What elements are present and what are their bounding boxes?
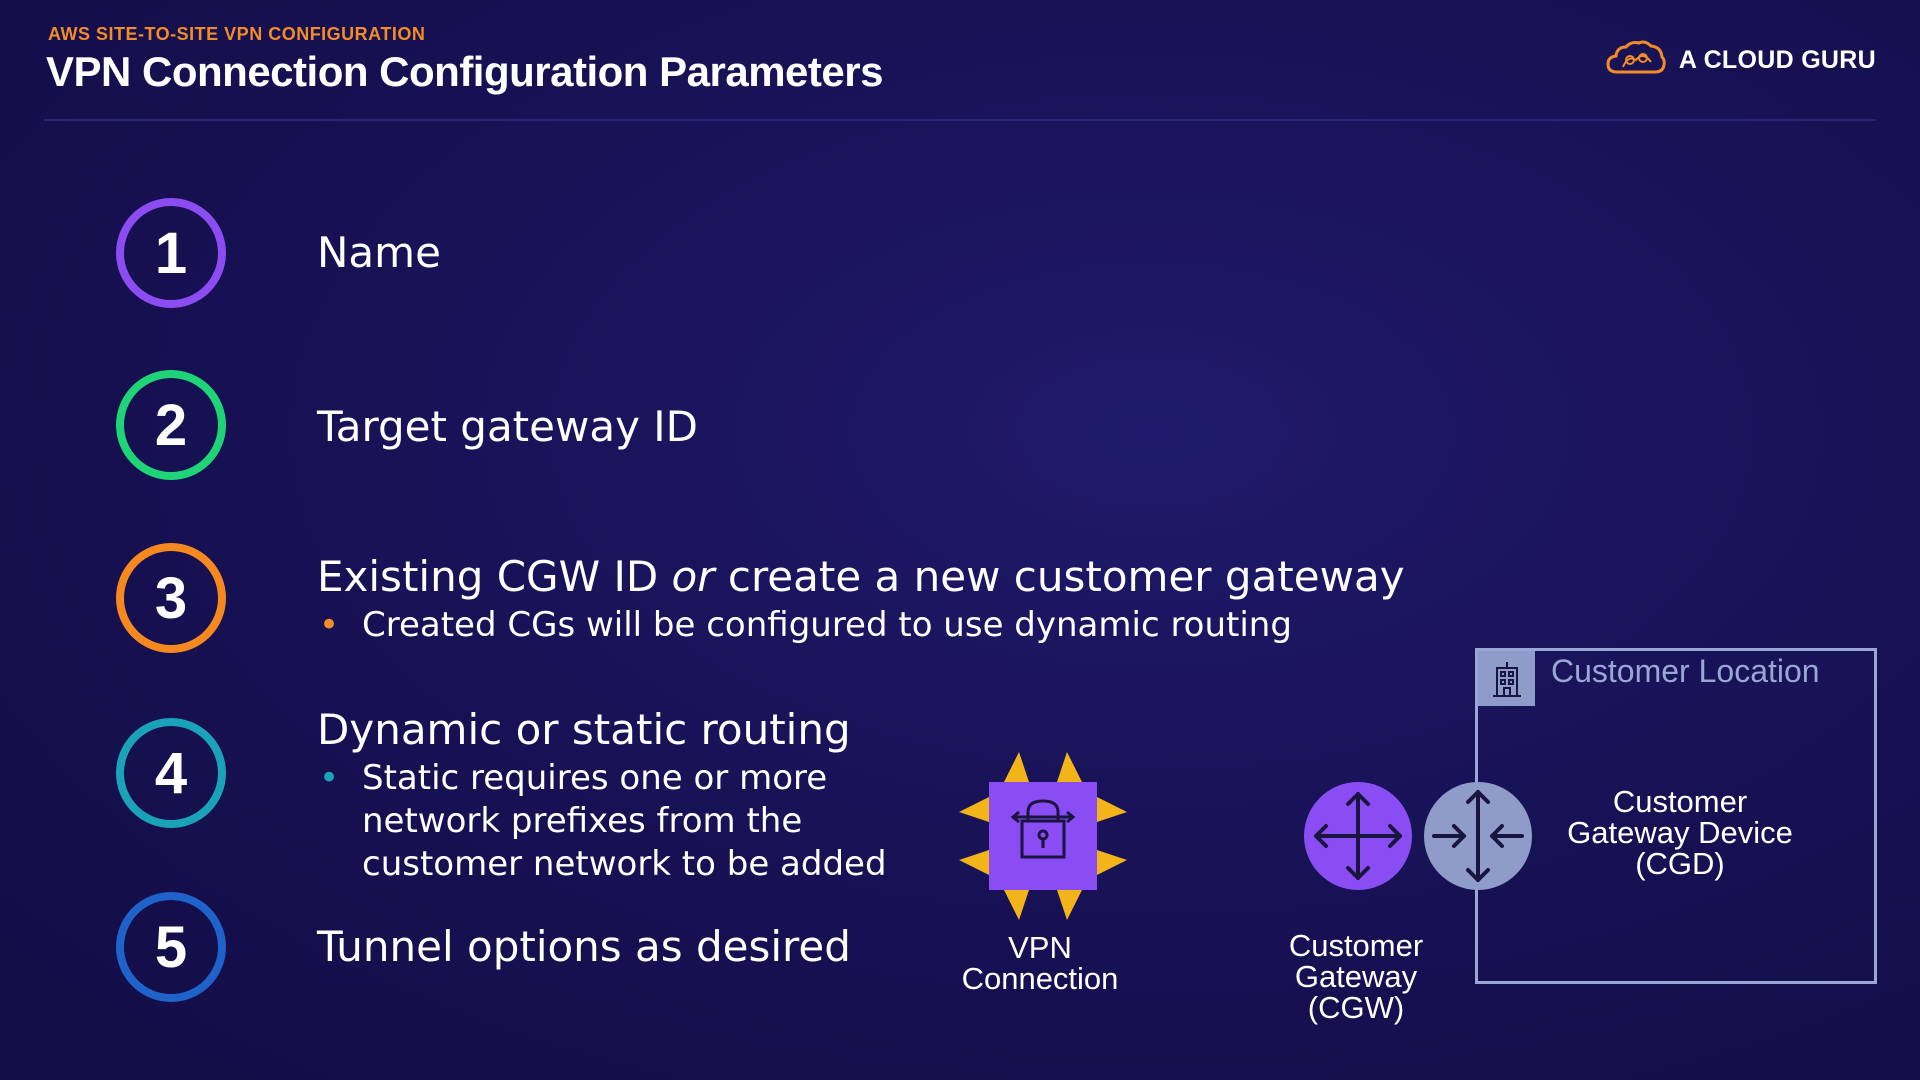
step-4-bullet: • Static requires one or more network pr… — [317, 757, 887, 886]
vpn-label-line-2: Connection — [961, 961, 1119, 996]
cgw-label-line-1: Customer — [1288, 928, 1424, 963]
step-3-text-emphasis: or — [671, 552, 715, 601]
vpn-connection-icon — [949, 742, 1137, 930]
brand-logo: A CLOUD GURU — [1605, 38, 1876, 83]
vpn-connection-label: VPN Connection — [940, 932, 1140, 994]
step-badge-1: 1 — [116, 198, 226, 308]
step-4-bullet-line-2: network prefixes from the — [362, 801, 803, 841]
customer-gateway-device-icon — [1424, 782, 1532, 890]
step-badge-2: 2 — [116, 370, 226, 480]
customer-gateway-label: Customer Gateway (CGW) — [1256, 930, 1456, 1023]
header-eyebrow: AWS SITE-TO-SITE VPN CONFIGURATION — [48, 24, 426, 44]
step-5-text: Tunnel options as desired — [317, 922, 851, 971]
step-3-text-before: Existing CGW ID — [317, 552, 672, 601]
customer-gateway-device-label: Customer Gateway Device (CGD) — [1540, 786, 1820, 879]
customer-gateway-icon — [1304, 782, 1412, 890]
step-3-bullet-text: Created CGs will be configured to use dy… — [362, 605, 1292, 645]
cgw-label-line-2: Gateway — [1294, 959, 1418, 994]
step-3-bullet: • Created CGs will be configured to use … — [317, 604, 1292, 647]
step-4-bullet-line-1: Static requires one or more — [362, 758, 828, 798]
step-badge-4: 4 — [116, 718, 226, 828]
brand-name: A CLOUD GURU — [1678, 46, 1876, 74]
step-1-text: Name — [317, 228, 441, 277]
page-title: VPN Connection Configuration Parameters — [46, 48, 883, 95]
cgd-label-line-2: Gateway Device — [1567, 815, 1793, 850]
bullet-dot: • — [319, 758, 340, 798]
step-4-text: Dynamic or static routing — [317, 705, 851, 754]
step-badge-5: 5 — [116, 892, 226, 1002]
cgd-label-line-3: (CGD) — [1635, 846, 1725, 881]
cgw-label-line-3: (CGW) — [1307, 990, 1405, 1025]
step-2-text: Target gateway ID — [317, 402, 699, 451]
customer-location-title: Customer Location — [1551, 653, 1820, 689]
step-4-bullet-line-3: customer network to be added — [362, 844, 887, 884]
vpn-label-line-1: VPN — [1008, 930, 1072, 965]
step-badge-3: 3 — [116, 543, 226, 653]
step-3-text-after: create a new customer gateway — [714, 552, 1405, 601]
cgd-label-line-1: Customer — [1612, 784, 1748, 819]
step-3-text: Existing CGW ID or create a new customer… — [317, 552, 1405, 601]
bullet-dot: • — [319, 605, 340, 645]
building-icon — [1478, 651, 1535, 706]
cloud-logo-icon — [1605, 38, 1667, 83]
customer-location-group: Customer Location — [1475, 648, 1877, 984]
header-divider — [44, 119, 1876, 121]
